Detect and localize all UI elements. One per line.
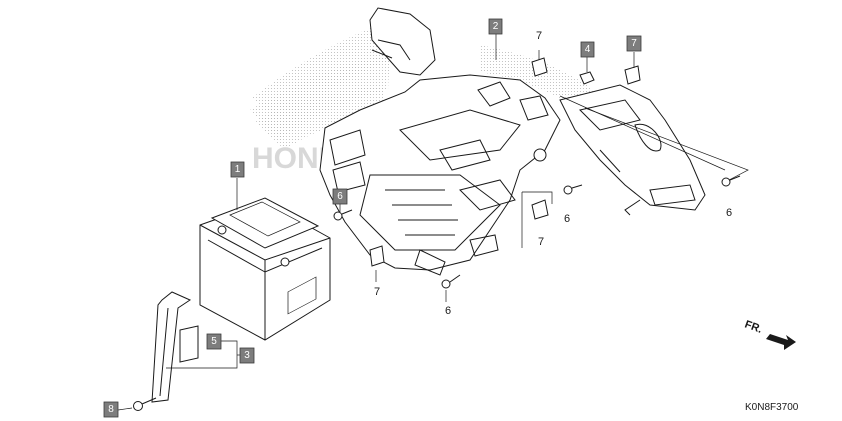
- honda-wing-watermark: HONDA: [250, 18, 600, 175]
- label-6-center: 6: [564, 213, 570, 225]
- svg-text:5: 5: [211, 336, 217, 347]
- battery-strap: [151, 291, 192, 403]
- label-6-lower: 6: [445, 305, 451, 317]
- svg-text:3: 3: [244, 350, 250, 361]
- svg-text:1: 1: [235, 164, 241, 175]
- callout-2: 2: [488, 18, 503, 35]
- label-7-top: 7: [536, 30, 542, 42]
- upper-bracket: [369, 7, 436, 76]
- bolt-left: [333, 209, 353, 221]
- leader-lines: [117, 34, 749, 411]
- callout-3: 3: [239, 347, 255, 364]
- svg-text:7: 7: [631, 38, 637, 49]
- battery: [199, 197, 331, 341]
- figure-code: K0N8F3700: [745, 402, 799, 413]
- clip-nut-top: [531, 57, 548, 77]
- rubber-pad: [179, 325, 199, 363]
- label-7-left: 7: [374, 286, 380, 298]
- svg-text:8: 8: [108, 404, 114, 415]
- callout-5: 5: [206, 333, 222, 350]
- bolt-right: [721, 175, 741, 187]
- svg-text:2: 2: [493, 21, 499, 32]
- front-direction-label: FR.: [743, 319, 764, 336]
- clip-nut-left: [369, 245, 385, 267]
- clip-nut-right: [624, 65, 641, 85]
- clip-nut-center: [531, 199, 549, 220]
- svg-text:4: 4: [585, 44, 591, 55]
- battery-case: [319, 74, 561, 276]
- label-7-center: 7: [538, 236, 544, 248]
- svg-text:6: 6: [337, 191, 343, 202]
- front-direction-arrow: [766, 334, 796, 350]
- callout-1: 1: [230, 161, 245, 178]
- tail-cover: [559, 84, 706, 216]
- bolt-lower: [441, 274, 461, 289]
- callout-4: 4: [580, 41, 595, 58]
- callout-8: 8: [103, 401, 119, 418]
- nut-top: [579, 71, 595, 85]
- label-6-right: 6: [726, 207, 732, 219]
- strap-bolt: [133, 397, 157, 411]
- callout-7: 7: [626, 35, 642, 52]
- bolt-center: [563, 184, 583, 195]
- callout-6: 6: [332, 188, 348, 205]
